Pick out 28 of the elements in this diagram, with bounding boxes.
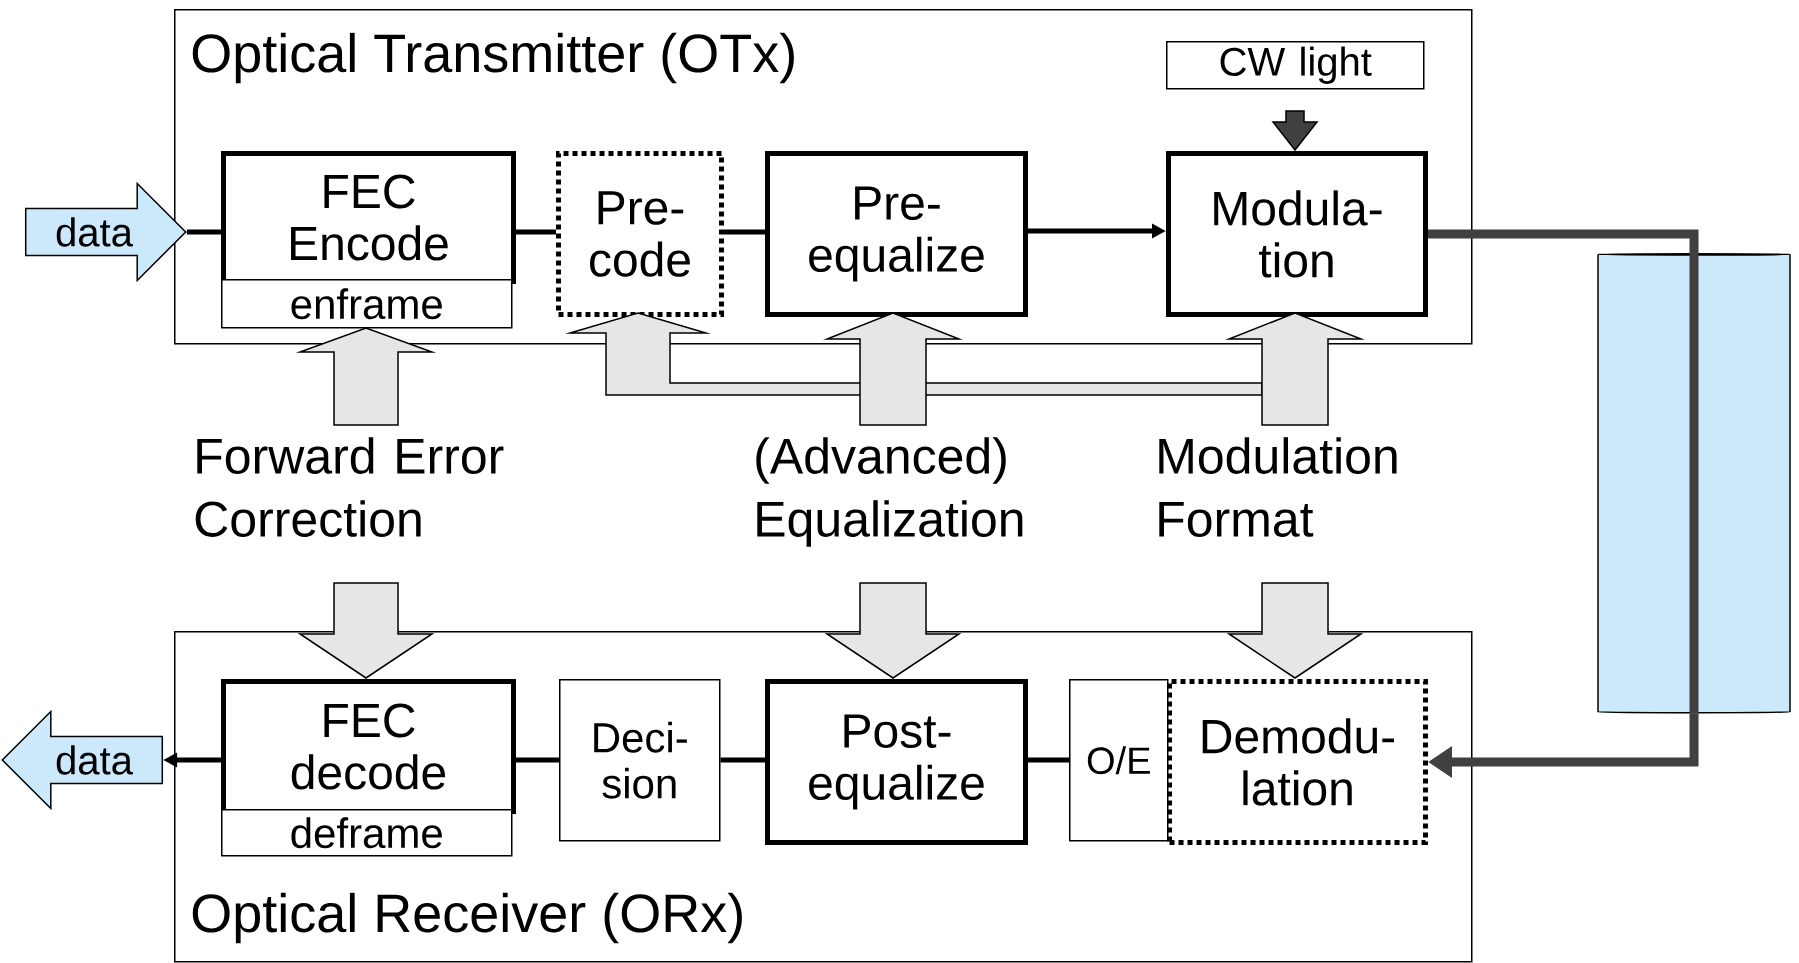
process-box: Modula- tion — [1166, 151, 1428, 317]
connector-line — [186, 229, 221, 235]
block-arrow — [295, 327, 437, 426]
fiber-line — [1428, 229, 1699, 253]
connector-line — [720, 757, 765, 763]
connector-line — [516, 229, 556, 235]
block-arrow — [824, 582, 962, 679]
block-arrow — [1226, 582, 1364, 679]
connector-line — [1028, 757, 1069, 763]
connector-line — [516, 757, 559, 763]
frame-box: enframe — [221, 279, 513, 329]
source-box: CW light — [1166, 41, 1425, 90]
block-arrow — [1225, 312, 1365, 426]
technique-label: Forward Error Correction — [195, 437, 504, 537]
technique-label: (Advanced) Equalization — [756, 437, 1023, 547]
block-arrow — [297, 582, 435, 679]
process-box: Deci- sion — [559, 679, 721, 842]
frame-box: deframe — [221, 809, 513, 857]
process-box: Pre- code — [556, 151, 724, 317]
connector-line — [724, 229, 765, 235]
process-box: O/E — [1069, 679, 1169, 842]
block-arrow — [823, 312, 963, 426]
block-arrow — [564, 312, 1263, 396]
process-box: Post- equalize — [765, 679, 1028, 845]
fiber-spool-drawing — [1597, 252, 1791, 714]
block-arrow — [1271, 110, 1319, 152]
technique-label: Modulation Format — [1159, 437, 1397, 537]
process-box: Pre- equalize — [765, 151, 1028, 317]
